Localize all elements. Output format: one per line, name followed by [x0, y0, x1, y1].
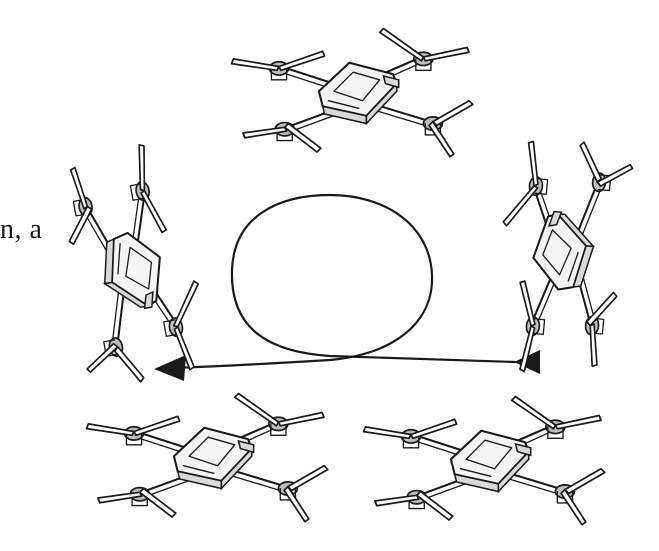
cropped-text-fragment: n, a — [0, 214, 42, 246]
drone-left — [50, 139, 213, 391]
drone-top — [232, 28, 473, 156]
drone-bottom-left — [86, 394, 327, 522]
drone-bottom-right — [364, 397, 605, 525]
loop-path — [172, 195, 515, 368]
arrow-head-icon — [154, 355, 186, 381]
drone-right — [490, 136, 634, 380]
flight-path — [154, 195, 540, 381]
